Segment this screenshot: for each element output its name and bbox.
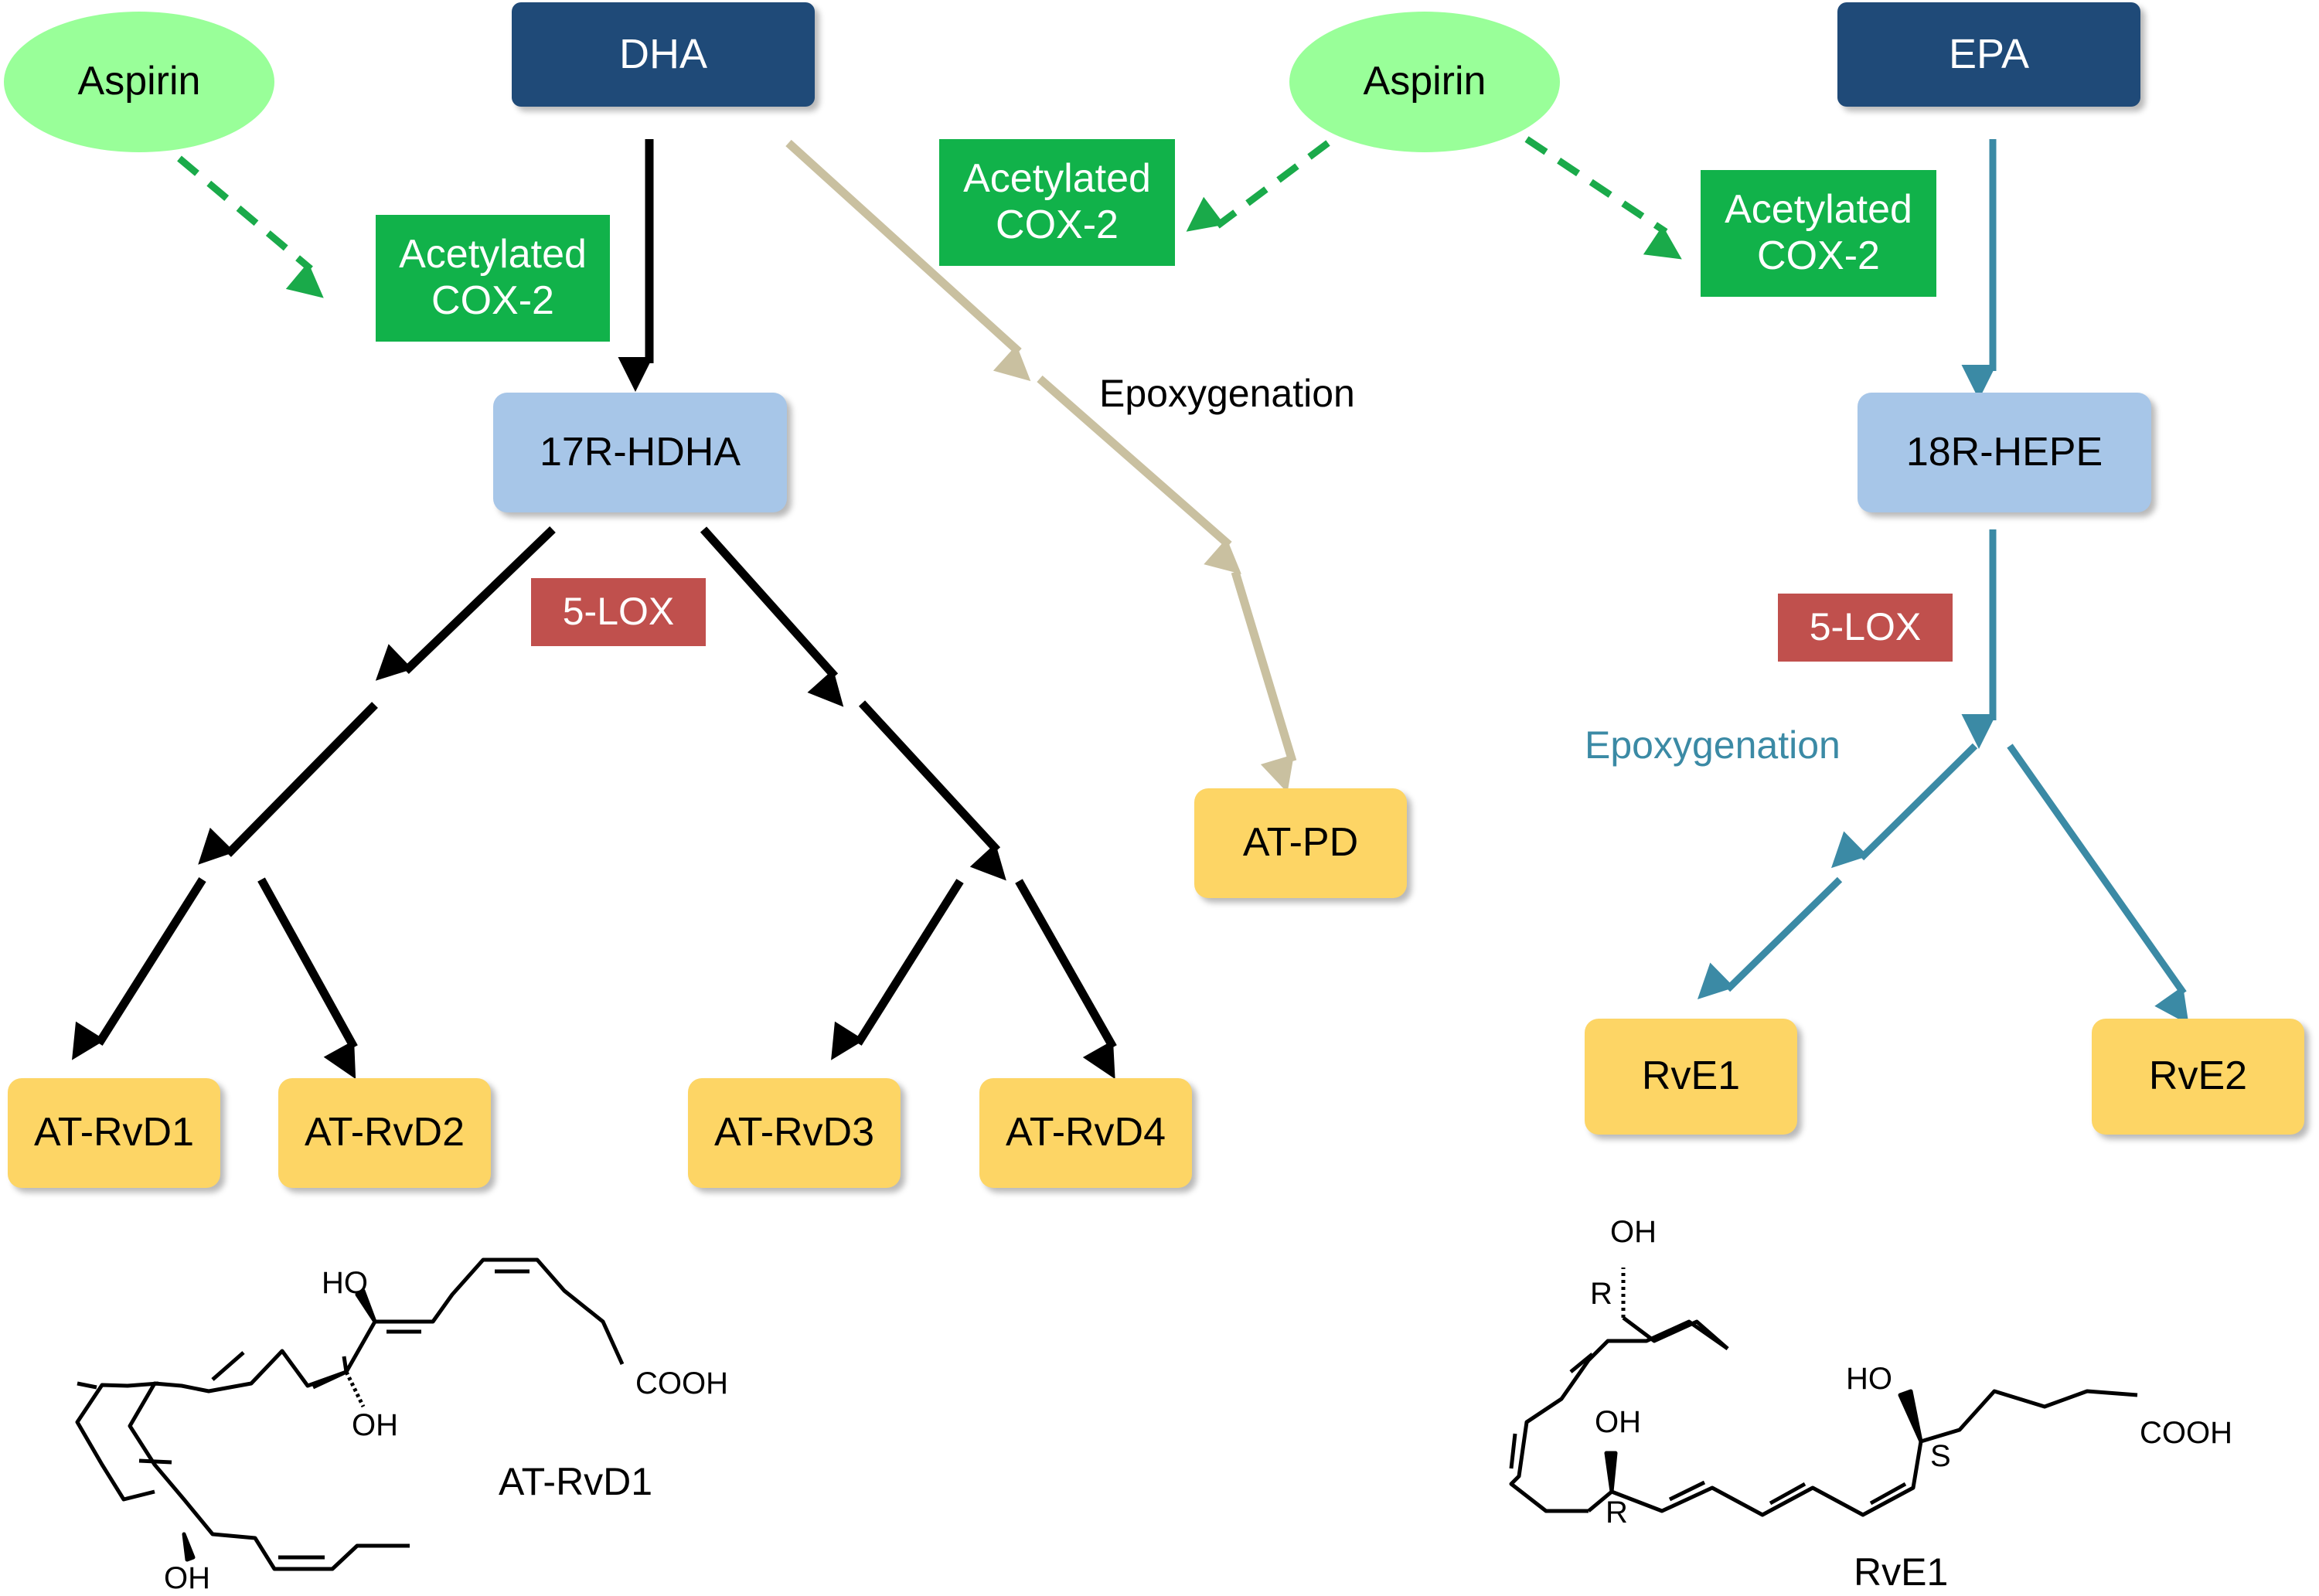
at-rvd1-wedge-top bbox=[355, 1288, 377, 1324]
at-rvd2-node: AT-RvD2 bbox=[278, 1078, 491, 1188]
aspirin-right-to-cox2-mid-arrow bbox=[1186, 140, 1330, 232]
at-rvd3-node: AT-RvD3 bbox=[688, 1078, 901, 1188]
at-rvd1-left-ring bbox=[312, 1370, 348, 1390]
epoxygenation-label-right: Epoxygenation bbox=[1585, 723, 1841, 767]
at-rvd1-caption: AT-RvD1 bbox=[499, 1460, 653, 1503]
dha-arrows bbox=[72, 139, 1117, 1080]
at-rvd1-double-bond-4 bbox=[138, 1458, 172, 1465]
to-at-rvd2-arrow bbox=[257, 877, 358, 1080]
18r-hepe-node: 18R-HEPE bbox=[1858, 393, 2151, 512]
epoxygenation-label-mid: Epoxygenation bbox=[1099, 372, 1355, 415]
at-rvd4-node: AT-RvD4 bbox=[979, 1078, 1192, 1188]
rve1-s-right: S bbox=[1930, 1439, 1951, 1473]
rve1-oh-mid: OH bbox=[1595, 1405, 1641, 1439]
at-rvd1-structure bbox=[75, 1257, 625, 1571]
acetylated-cox2-left: Acetylated COX-2 bbox=[376, 215, 610, 342]
rve1-caption: RvE1 bbox=[1854, 1550, 1949, 1594]
epoxygenation-continue-arrow bbox=[1037, 375, 1241, 574]
rve1-cooh: COOH bbox=[2140, 1416, 2232, 1450]
rve1-r-mid: R bbox=[1606, 1496, 1628, 1530]
to-at-rvd3-arrow bbox=[831, 879, 964, 1060]
at-rvd1-upper-chain bbox=[342, 1356, 349, 1373]
at-rvd1-oh-mid: OH bbox=[352, 1408, 398, 1442]
rve1-double-bond-4 bbox=[1769, 1482, 1807, 1506]
aspirin-right-node: Aspirin bbox=[1289, 12, 1560, 152]
at-rvd1-ho-top: HO bbox=[322, 1266, 368, 1300]
acetylated-cox2-mid: Acetylated COX-2 bbox=[939, 139, 1175, 266]
rve1-double-bond-2 bbox=[1509, 1433, 1517, 1469]
dha-node: DHA bbox=[512, 2, 815, 107]
rve1-lower-chain bbox=[1587, 1389, 2138, 1517]
rve1-top-ethyl bbox=[1622, 1316, 1729, 1350]
at-rvd1-main-chain bbox=[128, 1257, 625, 1571]
rve1-r-top: R bbox=[1590, 1277, 1612, 1311]
epa-arrows bbox=[1697, 139, 2189, 1025]
17r-hdha-node: 17R-HDHA bbox=[493, 393, 787, 512]
at-rvd1-hash-mid bbox=[344, 1370, 366, 1408]
left-branch-continue-arrow bbox=[198, 702, 378, 865]
5-lox-left: 5-LOX bbox=[531, 578, 706, 646]
to-at-pd-arrow bbox=[1231, 570, 1297, 793]
epoxygenation-arrows bbox=[785, 139, 1297, 793]
rve1-double-bond-3 bbox=[1668, 1480, 1706, 1502]
rve1-structure bbox=[1509, 1268, 2138, 1517]
rve1-wedge-right bbox=[1898, 1389, 1923, 1444]
rve1-oh-top: OH bbox=[1610, 1215, 1657, 1249]
at-pd-node: AT-PD bbox=[1194, 788, 1407, 898]
rve1-ho-right: HO bbox=[1846, 1362, 1892, 1396]
aspirin-arrows bbox=[177, 136, 1682, 298]
rve1-upper-chain bbox=[1509, 1319, 1729, 1513]
hepe-left-arrow bbox=[1831, 743, 1978, 869]
hdha-right-arrow bbox=[700, 526, 844, 707]
5-lox-right: 5-LOX bbox=[1778, 594, 1953, 662]
dha-to-epoxygenation-arrow bbox=[785, 139, 1031, 382]
acetylated-cox2-right: Acetylated COX-2 bbox=[1701, 170, 1936, 297]
rve2-node: RvE2 bbox=[2092, 1019, 2304, 1135]
to-rve1-arrow bbox=[1697, 876, 1843, 1000]
at-rvd1-node: AT-RvD1 bbox=[8, 1078, 220, 1188]
to-at-rvd4-arrow bbox=[1015, 879, 1117, 1080]
aspirin-left-to-cox2-arrow bbox=[177, 155, 324, 298]
to-rve2-arrow bbox=[2007, 744, 2189, 1025]
at-rvd1-left-chain bbox=[75, 1381, 159, 1502]
rve1-double-bond-1 bbox=[1569, 1353, 1594, 1373]
right-branch-continue-arrow bbox=[858, 700, 1006, 881]
aspirin-left-node: Aspirin bbox=[4, 12, 274, 152]
epa-node: EPA bbox=[1837, 2, 2140, 107]
rve1-double-bond-5 bbox=[1869, 1482, 1907, 1506]
hdha-left-arrow bbox=[375, 526, 556, 681]
aspirin-right-to-cox2-right-arrow bbox=[1524, 136, 1682, 260]
at-rvd1-oh-bottom: OH bbox=[164, 1561, 210, 1595]
rve1-wedge-mid bbox=[1604, 1451, 1618, 1494]
at-rvd1-wedge-bottom bbox=[182, 1532, 196, 1562]
rve1-node: RvE1 bbox=[1585, 1019, 1797, 1135]
to-at-rvd1-arrow bbox=[72, 877, 206, 1060]
at-rvd1-cooh: COOH bbox=[635, 1366, 728, 1400]
